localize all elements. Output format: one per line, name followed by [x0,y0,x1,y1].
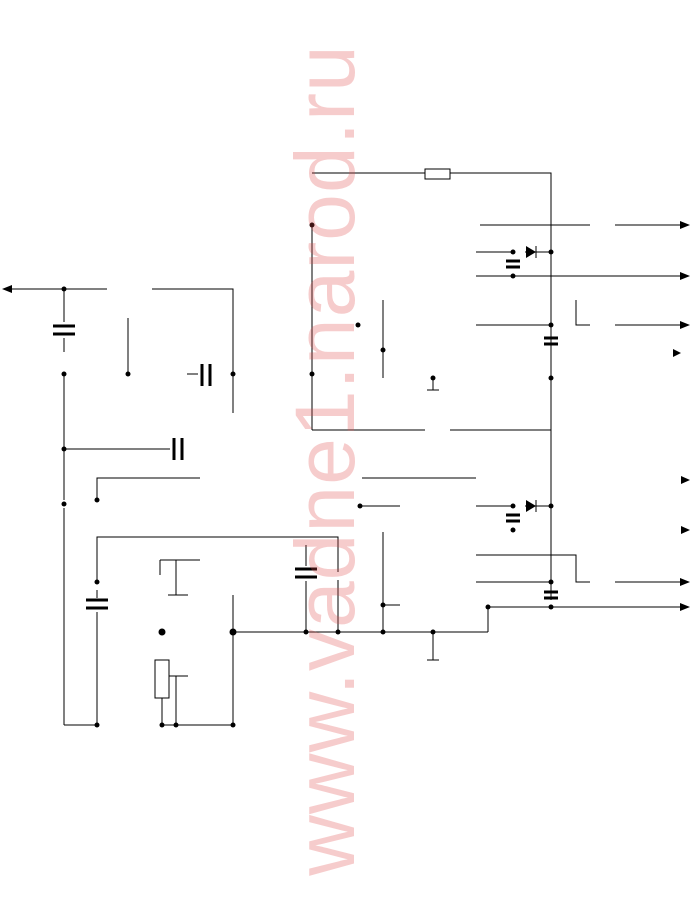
output-arrow-right [680,221,690,229]
output-arrow-right [681,476,690,484]
output-arrow-right [673,349,681,357]
output-arrow-right [681,526,690,534]
output-arrow-left [2,285,12,293]
right-upper-block [311,168,690,600]
right-lower-block [360,476,690,661]
output-arrow-right [680,321,690,329]
left-block [2,285,685,726]
output-arrow-right [680,578,690,586]
resistor [424,168,451,180]
diode [526,246,536,258]
output-arrow-right [680,272,690,280]
junction-dots [61,222,554,728]
output-arrow-right [680,603,690,611]
diode [526,500,536,512]
